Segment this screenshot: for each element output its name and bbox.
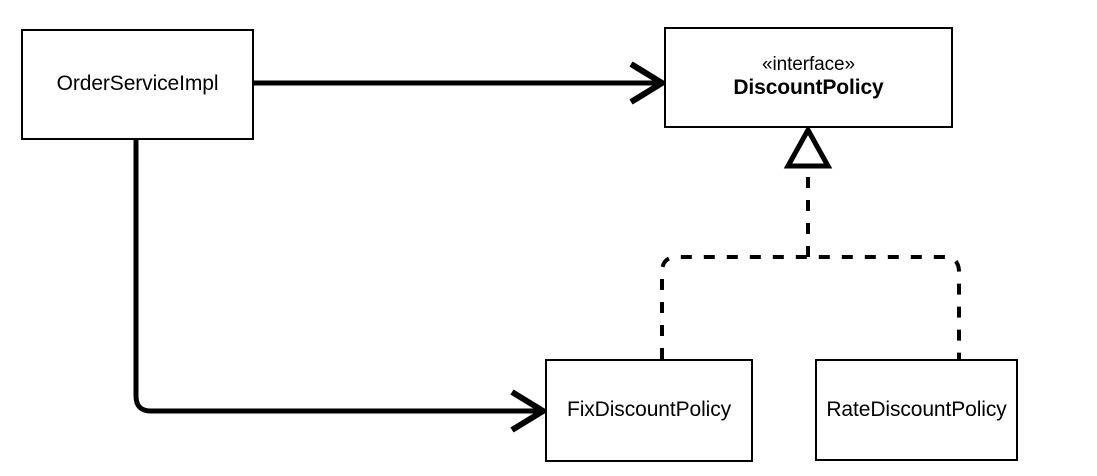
open-v-arrowhead-icon bbox=[629, 61, 668, 105]
class-box-discount-policy[interactable]: «interface» DiscountPolicy bbox=[664, 27, 953, 128]
class-box-order-service-impl[interactable]: OrderServiceImpl bbox=[21, 29, 254, 140]
class-name-label: RateDiscountPolicy bbox=[826, 397, 1007, 421]
connector-order-service-impl-to-fix-discount-policy bbox=[133, 140, 549, 433]
class-name-label: DiscountPolicy bbox=[733, 76, 884, 100]
interface-stereotype-label: «interface» bbox=[762, 53, 855, 75]
class-box-rate-discount-policy[interactable]: RateDiscountPolicy bbox=[815, 359, 1018, 461]
class-box-fix-discount-policy[interactable]: FixDiscountPolicy bbox=[545, 359, 753, 462]
hollow-triangle-arrowhead-icon bbox=[783, 124, 833, 169]
class-name-label: OrderServiceImpl bbox=[56, 72, 219, 96]
connector-line bbox=[133, 140, 541, 414]
connector-realization-tree-to-discount-policy bbox=[660, 124, 961, 359]
open-v-arrowhead-icon bbox=[510, 389, 549, 433]
realization-branch-dashed bbox=[660, 255, 961, 359]
connector-order-service-impl-to-discount-policy bbox=[254, 61, 668, 105]
class-name-label: FixDiscountPolicy bbox=[566, 398, 731, 422]
